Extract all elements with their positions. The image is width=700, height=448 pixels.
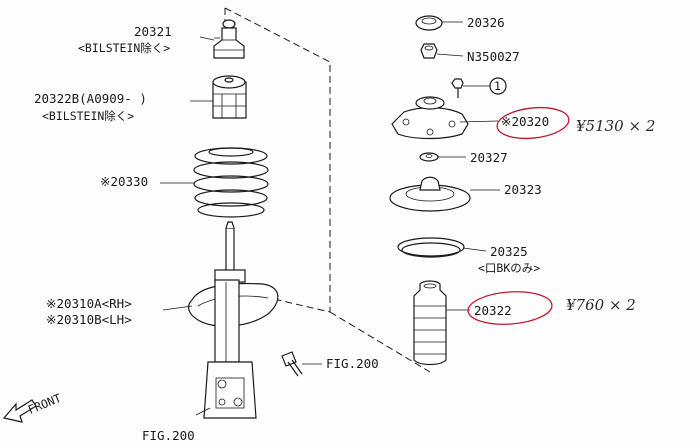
label-20321-note: <BILSTEIN除く> [78,41,170,55]
nut-N350027 [420,43,438,59]
highlight-circles [467,106,570,325]
highlight-circle-20320 [496,106,570,140]
mount-bolt [451,78,464,98]
strut-20310 [188,221,279,419]
label-20325-note: <口BKのみ> [478,261,540,275]
label-20326: 20326 [467,15,505,30]
washer-20327 [419,152,439,162]
label-20323: 20323 [504,182,542,197]
strut-mount-20320 [391,96,469,140]
bump-stop-20321 [213,19,245,59]
dust-cover-20322B [212,75,247,119]
front-arrow-icon [2,399,37,423]
label-N350027: N350027 [467,49,520,64]
cap-20326 [415,15,443,31]
label-20327: 20327 [470,150,508,165]
label-20330: ※20330 [100,174,148,189]
label-20322B-note: <BILSTEIN除く> [42,109,134,123]
label-front: FRONT [26,391,63,417]
reference-circle-1 [489,77,507,95]
rubber-ring-20325 [397,237,465,258]
label-20320: ※20320 [501,114,549,129]
label-20310A: ※20310A<RH> [46,296,132,311]
label-fig200-bottom: FIG.200 [142,428,195,443]
label-circle-1: 1 [494,79,501,93]
coil-spring-20330 [193,147,269,218]
price-note-20320: ¥5130 × 2 [576,117,655,135]
price-note-20322: ¥760 × 2 [566,296,636,314]
dust-boot-20322 [413,280,447,366]
label-20322: 20322 [474,303,512,318]
label-20321: 20321 [134,24,172,39]
label-20325: 20325 [490,244,528,259]
label-20322B: 20322B(A0909- ) [34,91,147,106]
strut-bolt [281,351,303,377]
label-20310B: ※20310B<LH> [46,312,132,327]
label-fig200-bolt: FIG.200 [326,356,379,371]
spring-seat-20323 [389,176,471,212]
leader-lines [160,21,500,416]
highlight-circle-20322 [467,291,553,325]
